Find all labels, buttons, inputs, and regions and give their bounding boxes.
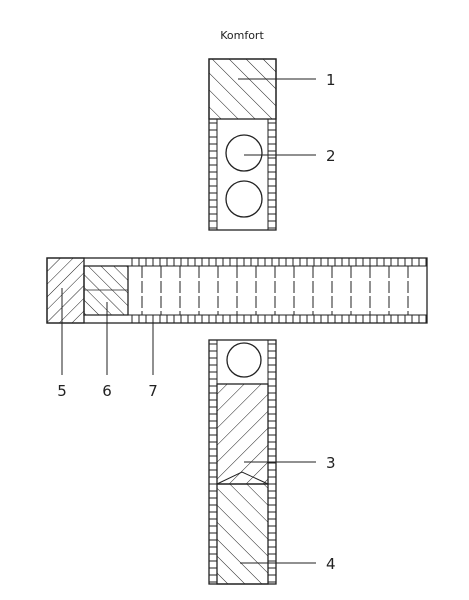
round-chamber-upper: [225, 134, 263, 172]
label-6: 6: [102, 382, 112, 400]
hatched-block-1: [208, 58, 277, 120]
joint-profile-6: [83, 265, 129, 316]
edge-profile-5: [46, 257, 85, 324]
round-chamber-lower: [225, 180, 263, 218]
round-chamber-bottom: [226, 342, 262, 378]
label-3: 3: [326, 454, 336, 472]
label-2: 2: [326, 147, 336, 165]
top-vertical-profile: [208, 58, 277, 231]
leader-lines: [61, 78, 316, 564]
label-5: 5: [57, 382, 67, 400]
hatched-block-4: [216, 483, 269, 585]
hatched-block-3: [216, 383, 269, 485]
label-7: 7: [148, 382, 158, 400]
label-1: 1: [326, 71, 336, 89]
horizontal-panel: [46, 257, 428, 324]
label-4: 4: [326, 555, 336, 573]
drawing-title: Komfort: [220, 29, 264, 42]
